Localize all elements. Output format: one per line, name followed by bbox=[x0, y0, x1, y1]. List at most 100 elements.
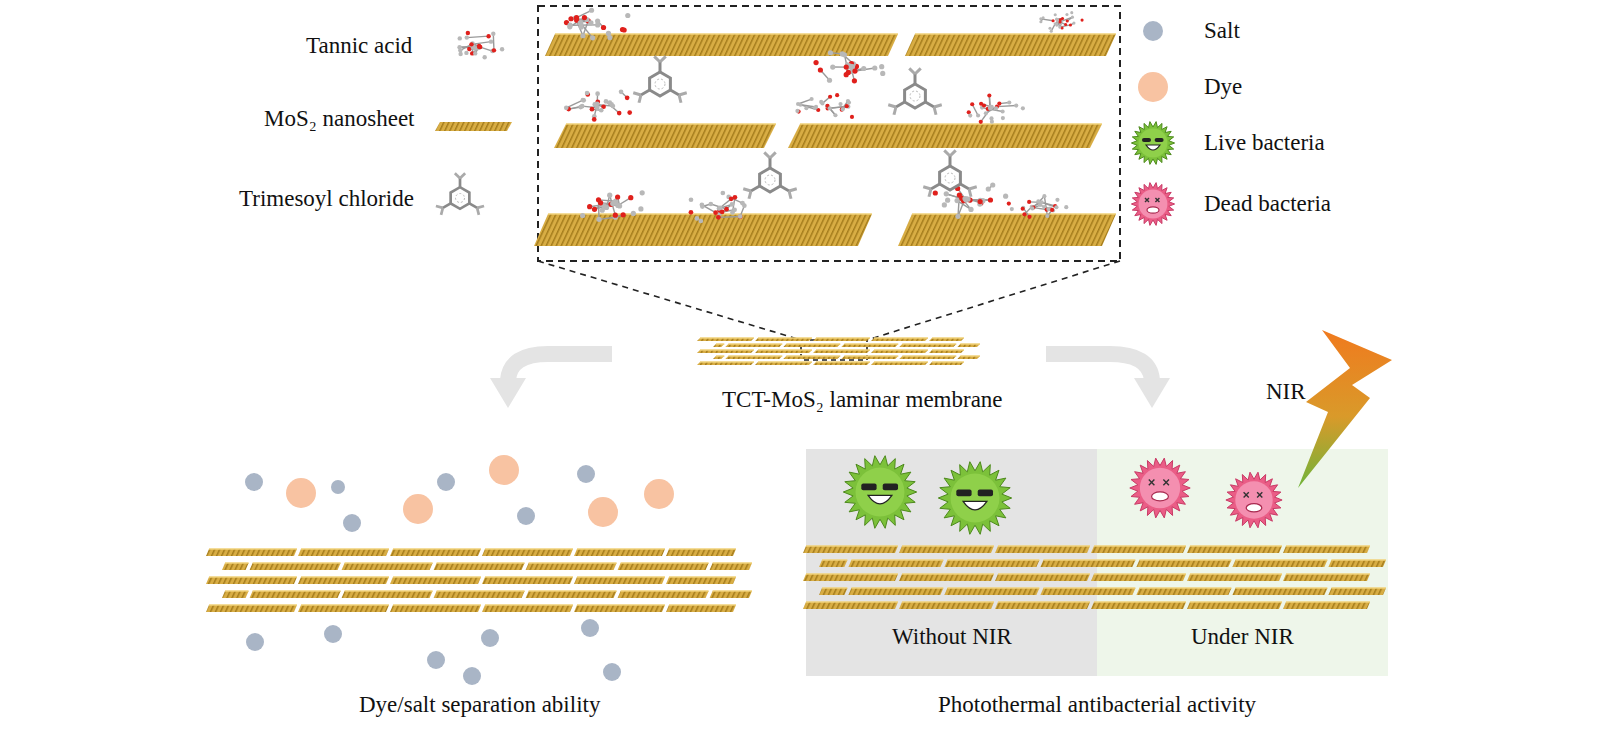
atom bbox=[796, 102, 800, 106]
atom bbox=[599, 108, 604, 113]
atom bbox=[1069, 23, 1072, 26]
bond bbox=[770, 152, 776, 158]
atom bbox=[810, 97, 814, 101]
bond bbox=[659, 62, 662, 72]
atom bbox=[1042, 194, 1046, 198]
sheet-edge bbox=[851, 587, 943, 589]
atom bbox=[830, 64, 835, 69]
sheet-edge bbox=[253, 562, 341, 564]
bond bbox=[749, 191, 751, 199]
x-eye bbox=[1257, 492, 1262, 497]
mos2-sheet bbox=[1136, 588, 1231, 595]
mos2-sheet bbox=[697, 362, 754, 365]
salt-ion bbox=[343, 514, 361, 532]
atom bbox=[617, 111, 622, 116]
atom bbox=[1001, 109, 1005, 113]
sheet-edge bbox=[548, 213, 872, 215]
atom bbox=[729, 197, 734, 202]
atom bbox=[609, 102, 614, 107]
bond bbox=[780, 186, 789, 191]
atom bbox=[994, 106, 998, 110]
atom bbox=[1052, 19, 1055, 22]
mos2-sheet bbox=[697, 350, 754, 353]
bacterium-body bbox=[951, 474, 1000, 523]
atom bbox=[638, 206, 643, 211]
bacterium-body bbox=[856, 468, 905, 517]
atom bbox=[852, 68, 857, 73]
atom bbox=[1048, 27, 1051, 30]
mos2-sheet bbox=[222, 591, 249, 598]
salt-dye-particles bbox=[245, 455, 674, 685]
sheet-edge bbox=[912, 213, 1116, 215]
atom bbox=[1055, 24, 1058, 27]
atom bbox=[988, 197, 993, 202]
tannic-acid-icon bbox=[457, 31, 504, 60]
dye-molecule bbox=[286, 478, 316, 508]
atom bbox=[730, 202, 735, 207]
atom bbox=[482, 55, 486, 59]
salt-ion bbox=[246, 633, 264, 651]
atom bbox=[986, 186, 991, 191]
sheet-edge bbox=[822, 587, 847, 589]
atom bbox=[844, 65, 849, 70]
sheet-edge bbox=[716, 343, 724, 345]
grin bbox=[963, 501, 987, 510]
sheet-edge bbox=[1331, 587, 1386, 589]
atom bbox=[1038, 203, 1042, 207]
sheet-edge bbox=[669, 548, 736, 550]
sheet-edge bbox=[758, 349, 812, 351]
sheet-edge bbox=[393, 604, 481, 606]
bond bbox=[460, 173, 465, 178]
atom bbox=[580, 104, 585, 109]
salt-ion bbox=[603, 663, 621, 681]
mos2-sheet bbox=[713, 356, 724, 359]
sheet-edge bbox=[669, 604, 736, 606]
atom bbox=[850, 64, 855, 69]
atom bbox=[880, 71, 885, 76]
sheet-edge bbox=[816, 361, 870, 363]
sheet-edge bbox=[786, 355, 840, 357]
atom bbox=[804, 106, 808, 110]
atom bbox=[1036, 199, 1040, 203]
atom bbox=[619, 89, 624, 94]
sheet-edge bbox=[209, 548, 297, 550]
bond bbox=[436, 206, 443, 208]
ring bbox=[760, 168, 781, 192]
bond bbox=[764, 152, 770, 158]
mos2-sheet bbox=[574, 605, 665, 612]
atom bbox=[718, 205, 723, 210]
atom bbox=[489, 39, 493, 43]
atom bbox=[1059, 18, 1062, 21]
bond bbox=[743, 189, 751, 191]
bond bbox=[769, 158, 772, 168]
sheet-edge bbox=[822, 559, 847, 561]
salt-ion bbox=[324, 625, 342, 643]
mos2-sheet bbox=[957, 356, 980, 359]
bond bbox=[934, 105, 942, 107]
atom bbox=[1007, 100, 1011, 104]
sheet-edge bbox=[902, 545, 994, 547]
bond bbox=[679, 93, 687, 95]
mos2-sheet bbox=[482, 577, 573, 584]
sunglasses bbox=[1142, 138, 1151, 142]
sheet-edge bbox=[1094, 601, 1186, 603]
atom bbox=[500, 47, 504, 51]
atom bbox=[689, 210, 694, 215]
ring-inner bbox=[945, 173, 955, 183]
sheet-edge bbox=[301, 604, 389, 606]
atom bbox=[604, 99, 609, 104]
bond bbox=[960, 184, 969, 189]
bond bbox=[909, 68, 915, 74]
mos2-sheet bbox=[434, 591, 525, 598]
legend-swatch bbox=[1143, 21, 1163, 41]
mos2-sheet bbox=[803, 602, 898, 609]
atom bbox=[585, 91, 590, 96]
atom bbox=[945, 198, 950, 203]
sheet-edge bbox=[209, 604, 297, 606]
bond bbox=[660, 56, 666, 62]
sheet-edge bbox=[1139, 559, 1231, 561]
atom bbox=[841, 107, 845, 111]
atom bbox=[1045, 214, 1049, 218]
mos2-sheet bbox=[995, 574, 1090, 581]
atom bbox=[990, 182, 995, 187]
